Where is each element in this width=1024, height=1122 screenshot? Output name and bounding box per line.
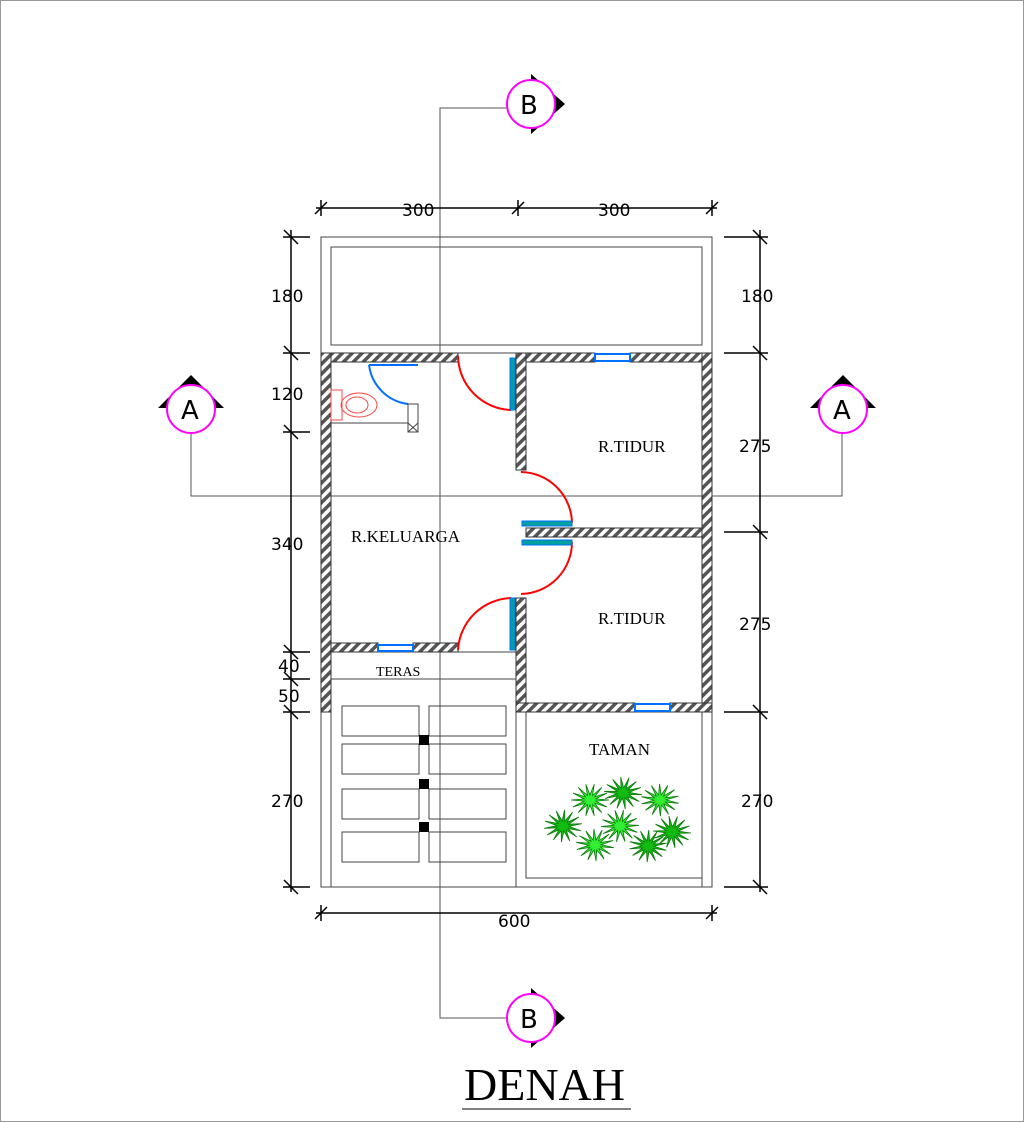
paver: [341, 743, 420, 775]
dim-left-3: 340: [271, 535, 303, 555]
dim-left-4: 40: [278, 657, 300, 677]
dim-left-1: 180: [271, 287, 303, 307]
paver: [428, 705, 507, 737]
section-marker-a-left[interactable]: A: [158, 375, 224, 434]
dim-left-6: 270: [271, 792, 303, 812]
svg-text:B: B: [520, 1005, 538, 1035]
doors: [368, 355, 573, 651]
dim-top-1: 300: [402, 201, 434, 221]
dim-left-5: 50: [278, 687, 300, 707]
terrace-pavers: [341, 705, 507, 863]
windows: [377, 353, 671, 712]
plant-icon: [600, 809, 640, 843]
paver: [428, 831, 507, 863]
section-marker-b-top[interactable]: B: [506, 74, 565, 134]
walls: [320, 352, 713, 713]
room-label-family-room: R.KELUARGA: [351, 527, 461, 546]
plant-icon: [652, 815, 692, 849]
room-label-bedroom-2: R.TIDUR: [598, 609, 666, 628]
dim-right-4: 270: [741, 792, 773, 812]
plant-icon: [629, 829, 667, 863]
toilet-partition: [331, 403, 419, 433]
room-label-garden: TAMAN: [589, 740, 650, 759]
plant-icon: [604, 776, 642, 810]
dimension-labels: 300 300 600 180 120 340 40 50 270 180 27…: [271, 201, 773, 932]
plant-icon: [570, 784, 610, 816]
dim-right-1: 180: [741, 287, 773, 307]
dim-top-2: 300: [598, 201, 630, 221]
plant-icon: [544, 809, 582, 843]
dim-right-2: 275: [739, 437, 771, 457]
paver: [428, 788, 507, 820]
paver: [428, 743, 507, 775]
dimension-lines: [283, 200, 768, 921]
svg-text:A: A: [833, 396, 851, 426]
toilet-fixture-icon: [330, 389, 378, 421]
columns: [419, 735, 429, 832]
section-lines: [190, 107, 843, 1019]
paver: [341, 831, 420, 863]
section-marker-a-right[interactable]: A: [810, 375, 876, 434]
dim-right-3: 275: [739, 615, 771, 635]
plant-icon: [576, 828, 614, 862]
dim-bottom: 600: [498, 912, 530, 932]
dim-left-2: 120: [271, 385, 303, 405]
garden-plants-icon: [544, 776, 692, 863]
room-label-terrace: TERAS: [376, 665, 420, 680]
svg-text:B: B: [520, 91, 538, 121]
section-marker-b-bottom[interactable]: B: [506, 988, 565, 1048]
plant-icon: [641, 783, 679, 817]
paver: [341, 788, 420, 820]
room-label-bedroom-1: R.TIDUR: [598, 437, 666, 456]
drawing-title: DENAH: [464, 1059, 625, 1110]
svg-text:A: A: [181, 396, 199, 426]
paver: [341, 705, 420, 737]
